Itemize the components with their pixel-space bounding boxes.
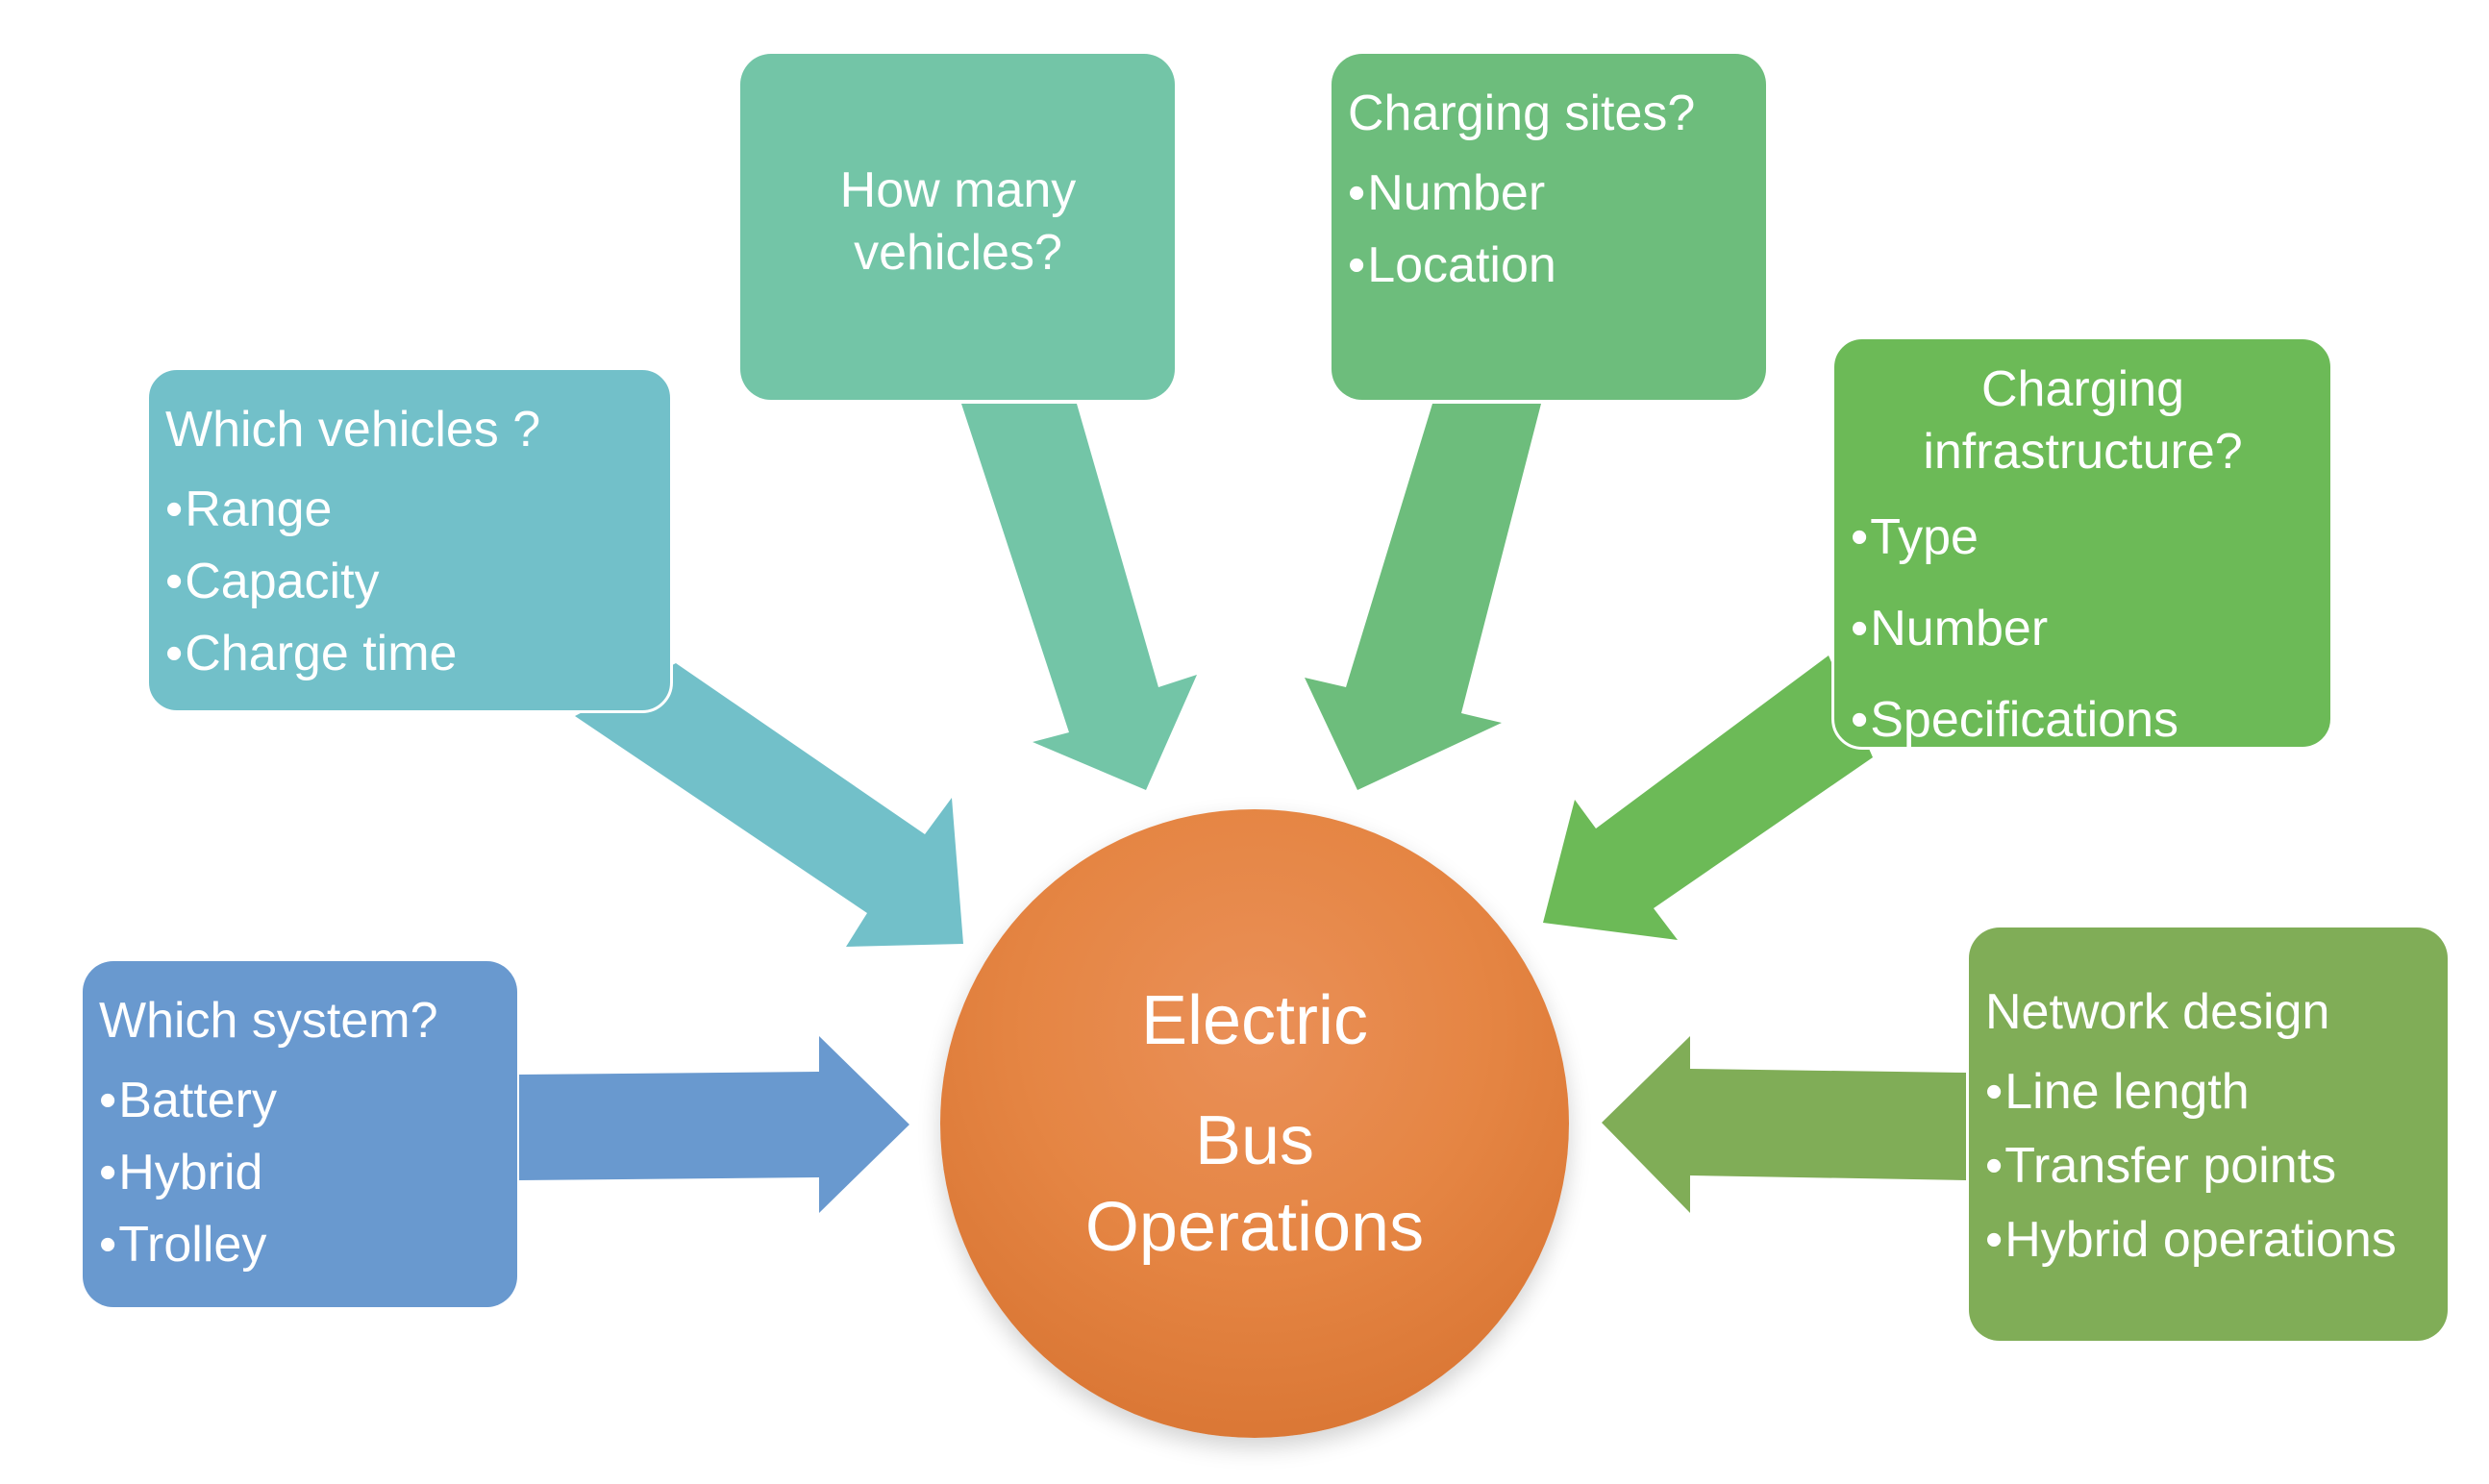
list-item: •Capacity [165,554,380,609]
how-many-title-line2: vehicles? [854,225,1062,281]
list-item: •Battery [99,1073,277,1128]
list-item: •Specifications [1851,692,2179,748]
center-line3: Operations [1084,1189,1425,1266]
how-many-title-line1: How many [839,162,1077,218]
which-vehicles-box: Which vehicles ? •Range •Capacity •Charg… [146,367,673,713]
network-design-title: Network design [1985,984,2330,1040]
charging-infra-title-line1: Charging [1980,361,2185,417]
list-item: •Charge time [165,626,458,681]
how-many-vehicles-title: How many vehicles? [757,160,1159,284]
charging-infra-title-line2: infrastructure? [1923,424,2243,480]
center-line1: Electric [1140,982,1369,1059]
arrow-icon [961,404,1197,790]
charging-sites-list: •Number •Location [1348,162,1751,297]
list-item: •Trolley [99,1217,267,1273]
list-item: •Hybrid [99,1145,263,1200]
list-item: •Transfer points [1985,1138,2337,1194]
which-system-box: Which system? •Battery •Hybrid •Trolley [83,961,517,1307]
list-item: •Line length [1985,1064,2250,1120]
which-vehicles-list: •Range •Capacity •Charge time [165,479,655,685]
which-vehicles-title: Which vehicles ? [165,402,541,458]
arrow-icon [1305,404,1541,790]
how-many-vehicles-box: How many vehicles? [740,54,1175,400]
arrow-icon [519,1036,909,1213]
electric-bus-operations-circle: Electric Bus Operations [940,809,1569,1438]
list-item: •Number [1851,601,2049,656]
list-item: •Number [1348,165,1546,221]
list-item: •Range [165,482,333,537]
which-system-list: •Battery •Hybrid •Trolley [99,1070,502,1276]
arrow-icon [575,663,963,947]
list-item: •Type [1851,509,1979,565]
charging-infrastructure-box: Charging infrastructure? •Type •Number •… [1831,336,2333,750]
network-design-box: Network design •Line length •Transfer po… [1969,928,2448,1341]
center-line2: Bus [1194,1102,1315,1179]
network-design-list: •Line length •Transfer points •Hybrid op… [1985,1061,2432,1272]
list-item: •Location [1348,237,1556,293]
list-item: •Hybrid operations [1985,1212,2397,1268]
charging-sites-title: Charging sites? [1348,86,1696,141]
which-system-title: Which system? [99,993,438,1049]
arrow-icon [1602,1036,1966,1213]
charging-infrastructure-title: Charging infrastructure? [1851,359,2315,483]
arrow-icon [1543,655,1873,940]
charging-sites-box: Charging sites? •Number •Location [1332,54,1766,400]
charging-infrastructure-list: •Type •Number •Specifications [1851,507,2315,752]
